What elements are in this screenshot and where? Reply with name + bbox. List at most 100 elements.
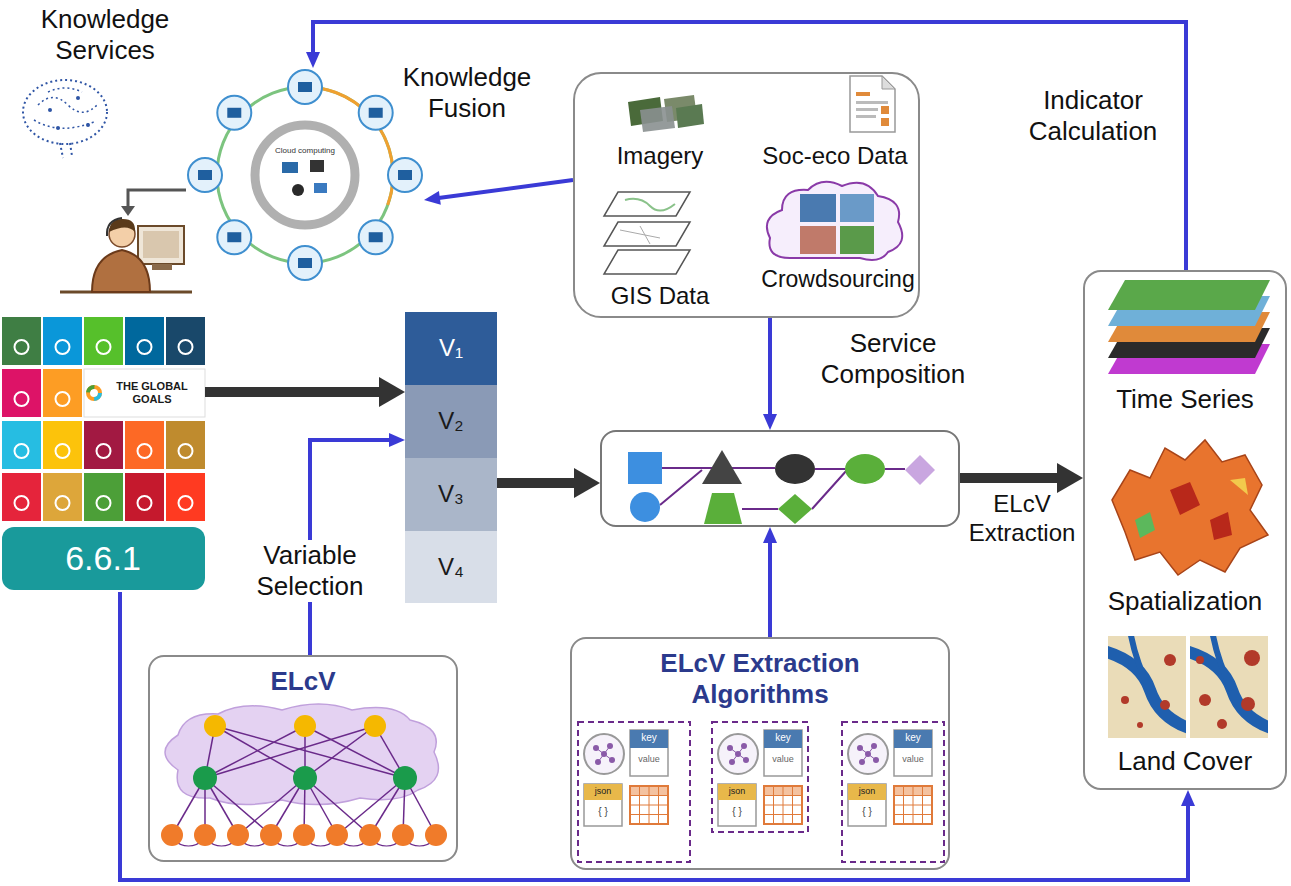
network-node: [359, 824, 381, 846]
sdg-tile: [43, 317, 82, 365]
graph-icon: [595, 759, 601, 765]
crowdsourcing-cloud: [840, 194, 874, 222]
connector: [205, 377, 405, 407]
connector-line: [205, 387, 384, 397]
arrow-head: [763, 527, 777, 543]
sdg-tile: [2, 473, 41, 521]
imagery-icon: [640, 106, 675, 132]
service-icon: [288, 70, 322, 104]
network-node: [260, 824, 282, 846]
icon-label: value: [895, 754, 931, 765]
table-icon: [630, 786, 668, 824]
brain-icon: [48, 108, 52, 112]
cloud-ring: [292, 184, 304, 196]
spatialization-map: [1112, 440, 1268, 575]
algorithm-group: [842, 722, 944, 862]
sdg-tile: [43, 369, 82, 417]
brain-icon: [23, 80, 107, 144]
table-icon: [764, 814, 802, 815]
graph-icon: [584, 734, 624, 774]
person-icon: [60, 218, 192, 292]
graph-icon: [729, 759, 735, 765]
service-shapes: [778, 494, 812, 524]
arrow-head: [306, 52, 320, 68]
graph-icon: [857, 745, 863, 751]
land-cover-maps: [1130, 636, 1150, 690]
grey-arrow: [121, 206, 135, 216]
arrow-head: [389, 433, 405, 447]
land-cover-maps: [1100, 630, 1277, 738]
sdg-tile-icon: [15, 496, 29, 510]
sdg-tile-icon: [138, 444, 152, 458]
algorithm-group: [578, 722, 690, 862]
table-icon: [792, 786, 793, 824]
service-shapes: [628, 450, 935, 524]
node-text: Spatialization: [1090, 586, 1280, 617]
graph-icon: [859, 759, 865, 765]
sdg-tile: [43, 421, 82, 469]
key-value-icon: [630, 730, 668, 748]
table-icon: [649, 786, 650, 824]
json-icon: [584, 784, 622, 800]
person-icon: [143, 231, 179, 258]
sdg-panel: [2, 317, 205, 521]
connector: [424, 180, 573, 205]
arrow-head: [379, 377, 405, 407]
key-value-icon: [630, 730, 668, 776]
imagery-icon: [676, 104, 704, 128]
service-shapes: [845, 454, 885, 484]
table-icon: [894, 814, 932, 815]
network-link: [205, 726, 375, 778]
connector-line: [497, 478, 579, 488]
sdg-tile: [84, 421, 123, 469]
sdg-tile-icon: [15, 340, 29, 354]
icon-label: json: [719, 786, 755, 797]
brain-icon: [34, 120, 96, 128]
sdg-tile: [84, 317, 123, 365]
sdg-target-pill: [2, 527, 205, 590]
cloud-ring: [314, 183, 327, 193]
brain-icon: [23, 80, 107, 158]
sdg-target-pill: [2, 527, 205, 590]
spatialization-map: [1170, 482, 1200, 515]
data-sources-box: ImagerySoc-eco DataGIS DataCrowdsourcing: [573, 72, 920, 318]
service-icon: [359, 96, 393, 130]
sdg-tile-icon: [138, 496, 152, 510]
imagery-icon: [628, 95, 704, 132]
sdg-tile: [166, 473, 205, 521]
crowdsourcing-cloud: [767, 182, 902, 260]
service-shapes: [628, 452, 662, 484]
service-icon: [369, 108, 383, 118]
connector-line: [313, 22, 1186, 270]
service-icon: [398, 170, 412, 180]
cloud-ring: [217, 87, 393, 263]
key-value-icon: [894, 730, 932, 776]
arrow-head: [574, 468, 600, 498]
document-icon: [850, 76, 895, 132]
land-cover-maps: [1108, 636, 1186, 730]
table-icon: [783, 786, 784, 824]
crowdsourcing-cloud: [800, 194, 836, 222]
sdg-wheel: [88, 387, 100, 399]
graph-icon: [727, 745, 733, 751]
sdg-tile: [43, 473, 82, 521]
icon-label: { }: [585, 806, 621, 818]
icon-label: value: [631, 754, 667, 765]
variable-stack: [405, 458, 497, 531]
icon-label: json: [849, 786, 885, 797]
table-icon: [658, 786, 659, 824]
table-icon: [630, 814, 668, 815]
connector-line: [768, 540, 772, 637]
gis-layers-icon: [604, 222, 690, 246]
node-text: V₁: [411, 334, 491, 363]
variable-stack: [405, 531, 497, 603]
arrow-head: [763, 414, 777, 430]
arrow-head: [1181, 790, 1195, 806]
sdg-tile-icon: [97, 340, 111, 354]
network-link: [305, 726, 405, 778]
sdg-panel: THE GLOBAL GOALS6.6.1: [2, 315, 205, 592]
service-icon: [298, 82, 312, 92]
network-node: [194, 824, 216, 846]
network-node: [193, 766, 217, 790]
